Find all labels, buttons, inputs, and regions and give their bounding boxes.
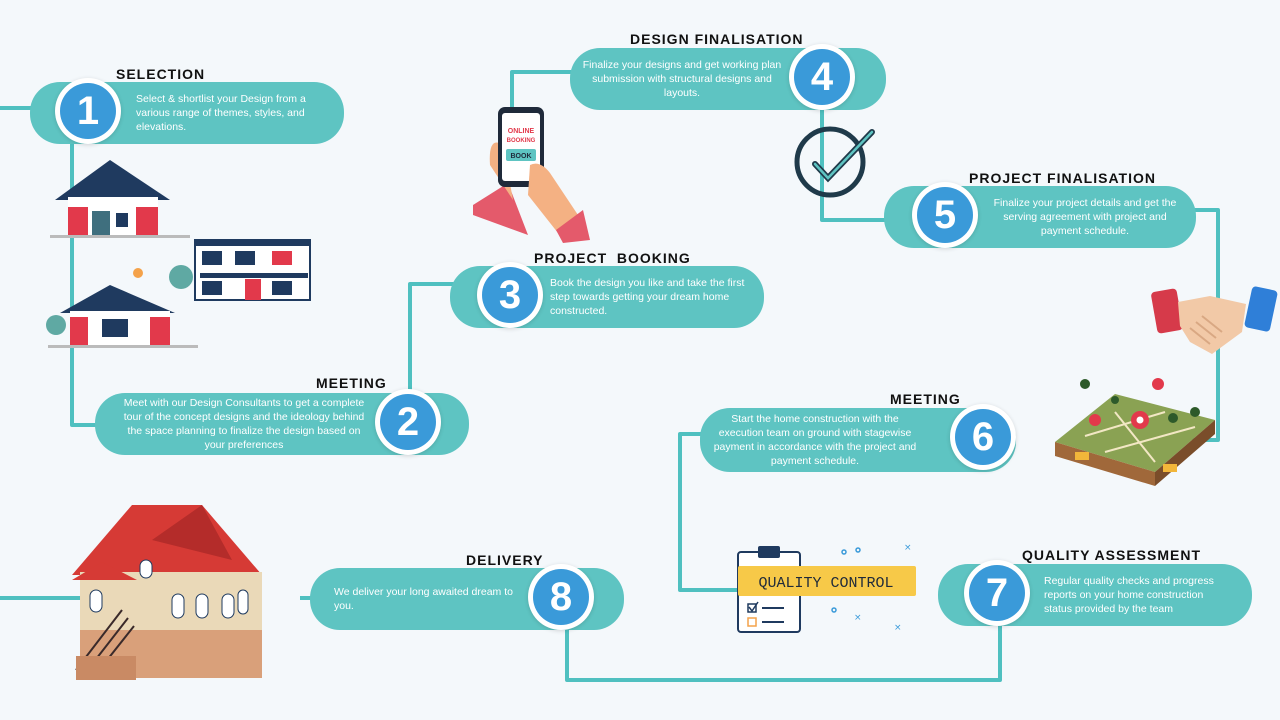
step-7-text: Regular quality checks and progress repo… xyxy=(1044,575,1214,615)
phone-book-button: BOOK xyxy=(511,153,532,160)
site-map-illustration xyxy=(1055,378,1215,486)
step-6-number: 6 xyxy=(950,404,1016,470)
step-1-number: 1 xyxy=(55,78,121,144)
step-3-number: 3 xyxy=(477,262,543,328)
step-6-text: Start the home construction with the exe… xyxy=(713,413,917,467)
step-4-title: DESIGN FINALISATION xyxy=(630,31,804,47)
svg-text:×: × xyxy=(894,623,902,633)
step-8-title: DELIVERY xyxy=(466,552,544,568)
step-2-number: 2 xyxy=(375,389,441,455)
step-3-text: Book the design you like and take the fi… xyxy=(550,277,745,317)
step-5-number: 5 xyxy=(912,182,978,248)
step-4-number: 4 xyxy=(789,44,855,110)
quality-control-illustration: QUALITY CONTROL × × × xyxy=(737,543,916,633)
phone-booking-text: BOOKING xyxy=(507,138,536,144)
svg-text:×: × xyxy=(854,613,862,623)
quality-control-label: QUALITY CONTROL xyxy=(758,575,893,592)
step-3-title: PROJECT BOOKING xyxy=(534,250,691,266)
step-2-title: MEETING xyxy=(316,375,387,391)
houses-illustration xyxy=(46,160,311,348)
step-5-text: Finalize your project details and get th… xyxy=(993,197,1177,237)
step-4-text: Finalize your designs and get working pl… xyxy=(582,59,782,99)
svg-text:×: × xyxy=(904,543,912,553)
step-7-number: 7 xyxy=(964,560,1030,626)
step-8-text: We deliver your long awaited dream to yo… xyxy=(334,586,513,612)
step-7-title: QUALITY ASSESSMENT xyxy=(1022,547,1202,563)
phone-online-text: ONLINE xyxy=(508,128,535,135)
step-8-number: 8 xyxy=(528,564,594,630)
phone-booking-illustration: ONLINE BOOKING BOOK xyxy=(473,107,590,243)
dream-house-illustration xyxy=(72,505,262,680)
step-1-title: SELECTION xyxy=(116,66,206,82)
checkmark-icon xyxy=(794,126,875,198)
step-5-title: PROJECT FINALISATION xyxy=(969,170,1156,186)
step-1-text: Select & shortlist your Design from a va… xyxy=(136,93,306,133)
step-2-text: Meet with our Design Consultants to get … xyxy=(123,397,365,451)
handshake-icon xyxy=(1151,286,1278,354)
step-6-title: MEETING xyxy=(890,391,961,407)
